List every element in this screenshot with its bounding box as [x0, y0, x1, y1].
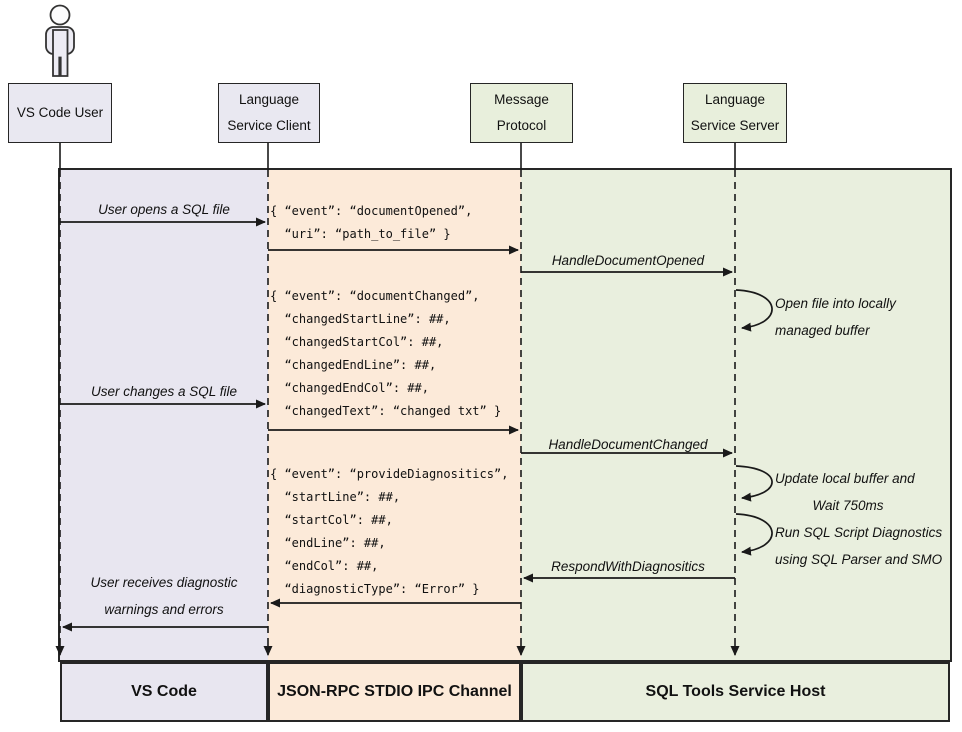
actor-label: Language: [704, 92, 766, 107]
footer-service-host: SQL Tools Service Host: [521, 662, 950, 722]
actor-label: Service Server: [690, 118, 780, 133]
payload-document-opened: { “event”: “documentOpened”, “uri”: “pat…: [270, 204, 473, 241]
label-open-file-line1: Open file into locally: [775, 296, 896, 311]
label-user-receives-line2: warnings and errors: [104, 602, 224, 617]
label-user-receives-line1: User receives diagnostic: [90, 575, 238, 590]
label-wait-750ms: Wait 750ms: [812, 498, 884, 513]
label-user-opens-sql-file: User opens a SQL file: [98, 202, 230, 217]
actor-language-service-server: Language Service Server: [683, 83, 787, 143]
label-handle-document-opened: HandleDocumentOpened: [551, 253, 705, 268]
footer-label: SQL Tools Service Host: [645, 683, 826, 700]
actor-label: Language: [238, 92, 300, 107]
footer-vscode: VS Code: [60, 662, 268, 722]
footer-ipc-channel: JSON-RPC STDIO IPC Channel: [268, 662, 521, 722]
actor-vscode-user: VS Code User: [8, 83, 112, 143]
actor-label: Message: [494, 92, 549, 107]
label-respond-with-diagnostics: RespondWithDiagnositics: [551, 559, 705, 574]
actor-label: Protocol: [496, 118, 547, 133]
payload-provide-diagnostics: { “event”: “provideDiagnositics”, “start…: [270, 467, 509, 596]
actor-label: Service Client: [227, 118, 311, 133]
label-open-file-line2: managed buffer: [775, 323, 870, 338]
label-handle-document-changed: HandleDocumentChanged: [548, 437, 708, 452]
label-update-buffer-line1: Update local buffer and: [775, 471, 915, 486]
footer-label: JSON-RPC STDIO IPC Channel: [277, 683, 512, 700]
actor-label: VS Code User: [16, 105, 104, 120]
lane-ipc-channel: [268, 170, 521, 660]
lane-service-host: [521, 170, 950, 660]
lane-vscode: [60, 170, 268, 660]
payload-document-changed: { “event”: “documentChanged”, “changedSt…: [270, 289, 502, 418]
person-icon: [45, 4, 75, 77]
actor-language-service-client: Language Service Client: [218, 83, 320, 143]
label-run-diagnostics-line1: Run SQL Script Diagnostics: [775, 525, 943, 540]
label-run-diagnostics-line2: using SQL Parser and SMO: [775, 552, 943, 567]
footer-label: VS Code: [131, 683, 197, 700]
actor-message-protocol: Message Protocol: [470, 83, 573, 143]
label-user-changes-sql-file: User changes a SQL file: [90, 384, 238, 399]
